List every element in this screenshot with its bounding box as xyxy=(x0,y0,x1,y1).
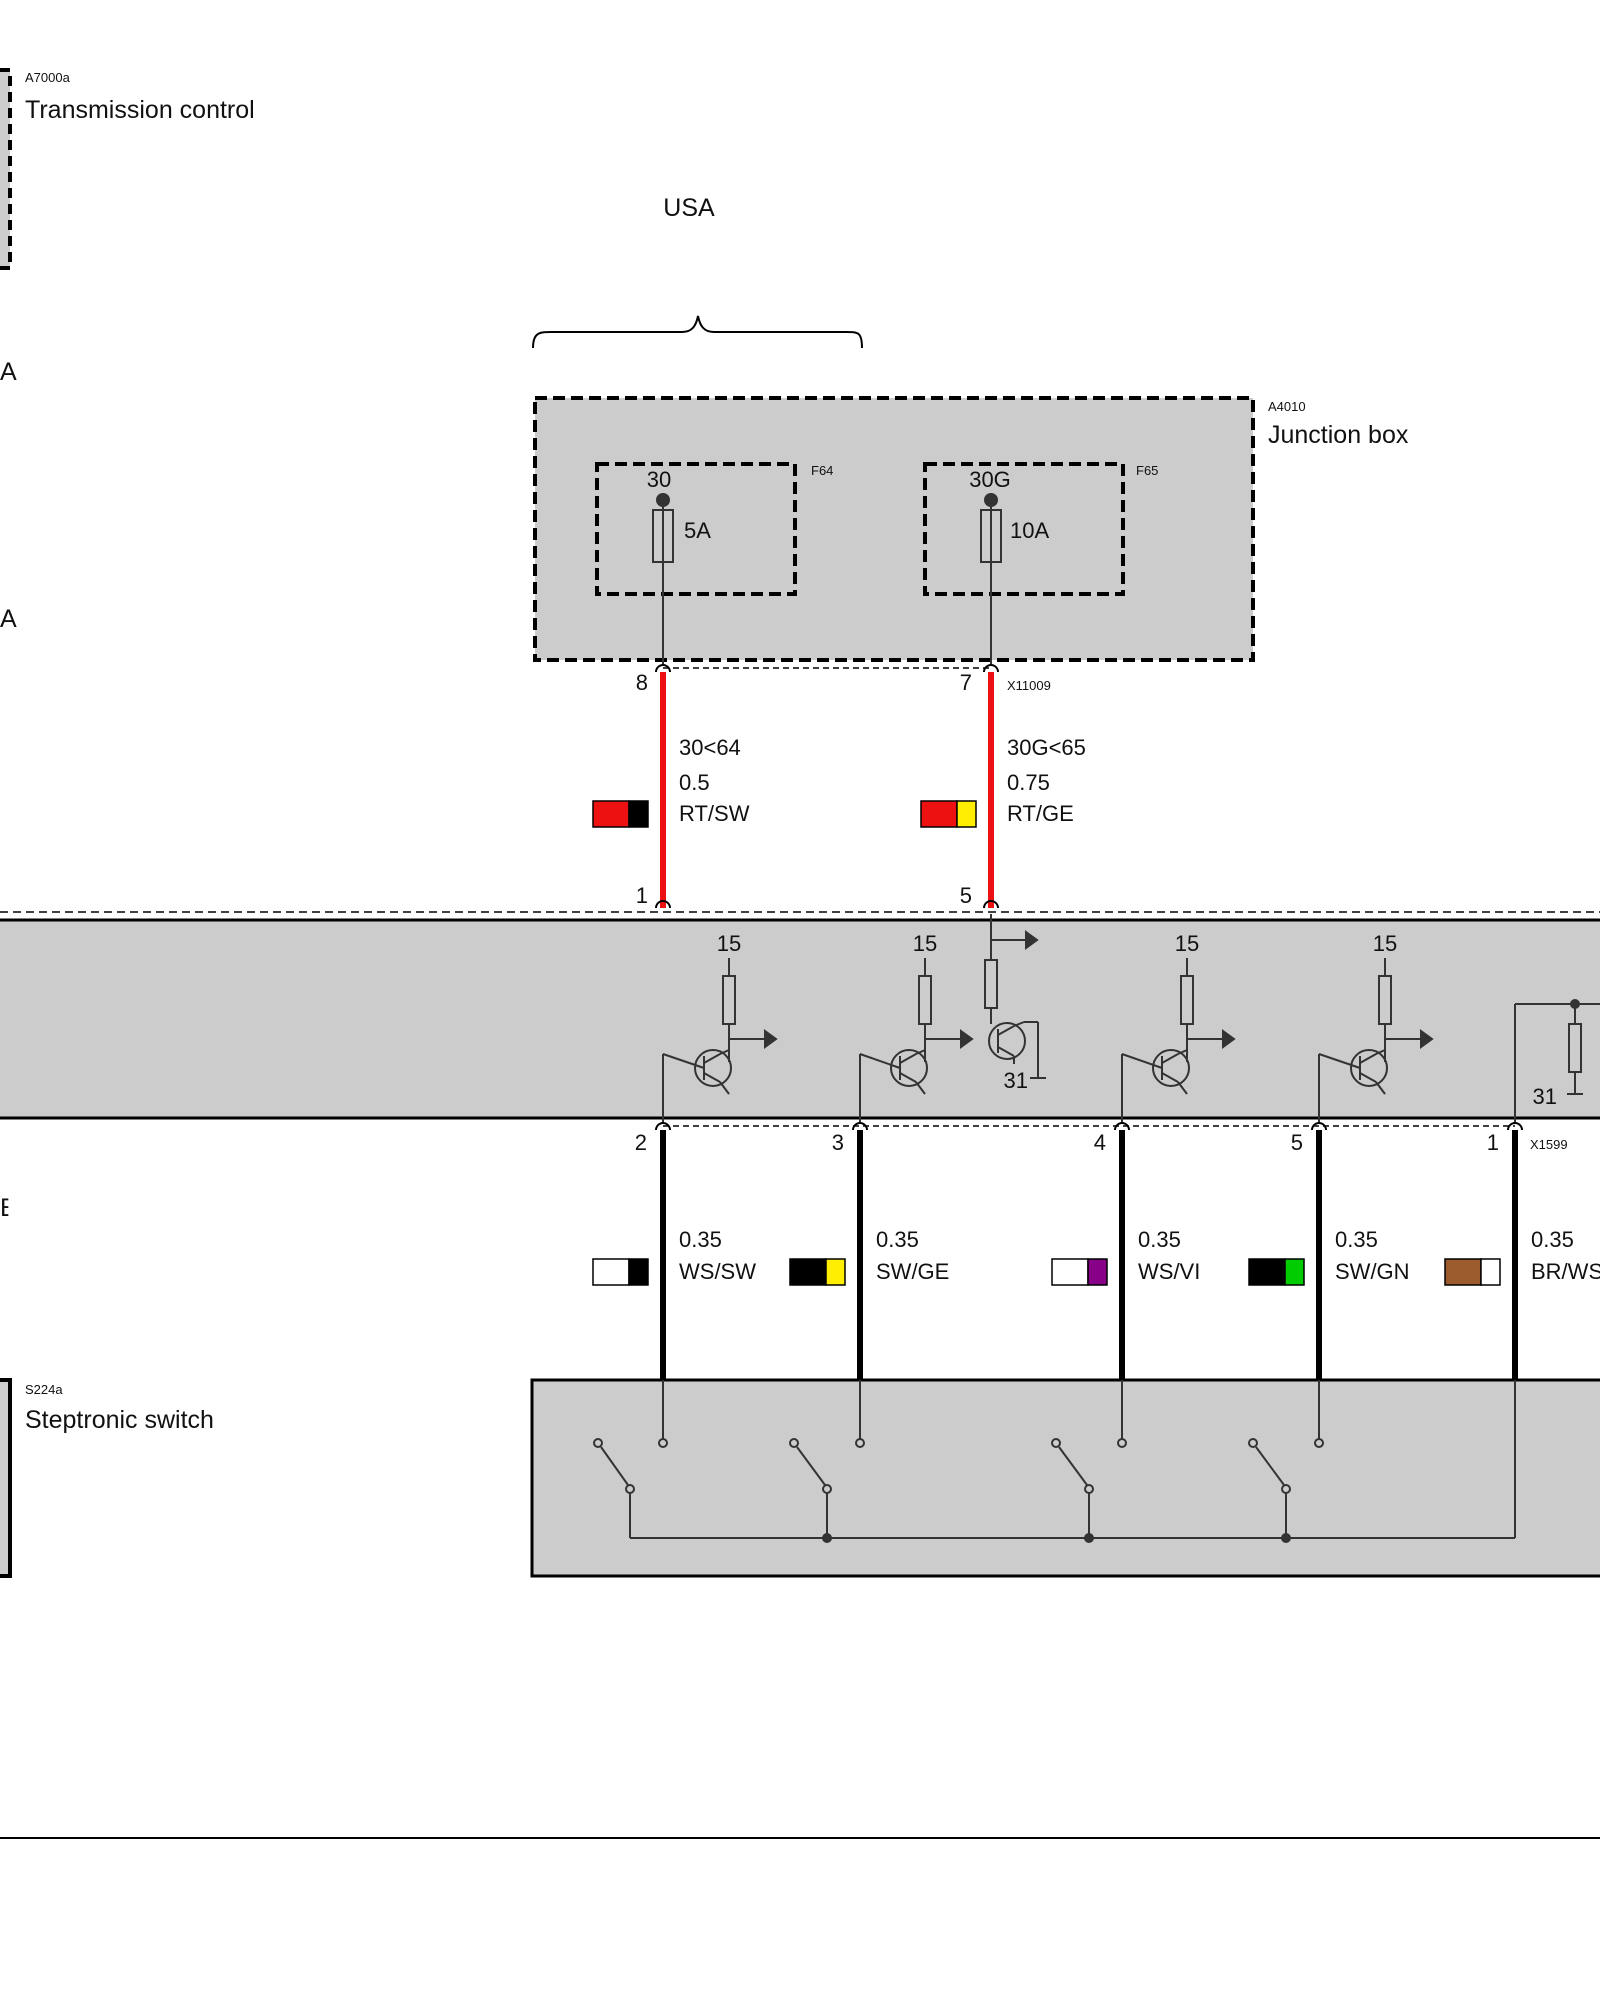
transmission-control-module: A7000a Transmission control xyxy=(0,68,255,270)
ground-label-2: 31 xyxy=(1533,1084,1557,1109)
bottom-wire-2-pin: 3 xyxy=(832,1130,844,1155)
bottom-wire-4-color-code: SW/GN xyxy=(1335,1259,1410,1284)
variant-label: USA xyxy=(663,194,715,222)
connector-x1599-label: X1599 xyxy=(1530,1137,1568,1152)
top-wire-2-swatch-stripe xyxy=(956,800,977,828)
switch-contact-4 xyxy=(1248,1380,1324,1538)
switch-contacts xyxy=(593,1380,1516,1543)
junction-id: A4010 xyxy=(1268,399,1306,414)
transmission-name: Transmission control xyxy=(25,96,255,124)
steptronic-switch-ref: S224a Steptronic switch xyxy=(0,1378,214,1578)
top-wire-2-pin-top: 7 xyxy=(960,670,972,695)
bottom-wire-1-color-code: WS/SW xyxy=(679,1259,756,1284)
bottom-wire-1-swatch-base xyxy=(592,1258,630,1286)
top-wire-2-circuit: 30G<65 xyxy=(1007,735,1086,760)
bottom-wire-2-size: 0.35 xyxy=(876,1227,919,1252)
supply-label-3: 15 xyxy=(1175,931,1199,956)
bottom-wire-5-size: 0.35 xyxy=(1531,1227,1574,1252)
junction-box: A4010 Junction box F64 30 5A F65 30G 10A xyxy=(533,396,1409,664)
top-wire-2-color-code: RT/GE xyxy=(1007,801,1074,826)
edge-label-e: E xyxy=(0,1194,17,1222)
junction-name: Junction box xyxy=(1268,421,1409,449)
bottom-wire-3-size: 0.35 xyxy=(1138,1227,1181,1252)
switch-name: Steptronic switch xyxy=(25,1406,214,1434)
supply-label-4: 15 xyxy=(1373,931,1397,956)
switch-contact-3 xyxy=(1051,1380,1127,1538)
internal-circuits: 15 15 xyxy=(662,914,1600,1124)
transmission-id: A7000a xyxy=(25,70,71,85)
top-wire-1-circuit: 30<64 xyxy=(679,735,741,760)
bottom-wire-1-size: 0.35 xyxy=(679,1227,722,1252)
switch-id: S224a xyxy=(25,1382,63,1397)
bottom-wire-1-swatch-stripe xyxy=(628,1258,649,1286)
switch-contact-1 xyxy=(593,1380,668,1538)
bottom-wire-2-swatch-base xyxy=(789,1258,827,1286)
bottom-wire-2-swatch-stripe xyxy=(825,1258,846,1286)
fuse-f65-rating: 10A xyxy=(1010,518,1049,543)
fuse-f65: F65 30G 10A xyxy=(923,462,1158,664)
top-wire-1-color-code: RT/SW xyxy=(679,801,750,826)
top-wire-1-swatch-base xyxy=(592,800,630,828)
connector-x11009-label: X11009 xyxy=(1007,678,1051,693)
bottom-wire-4-pin: 5 xyxy=(1291,1130,1303,1155)
bottom-wire-5-swatch-base xyxy=(1444,1258,1482,1286)
bottom-wire-4-swatch-stripe xyxy=(1284,1258,1305,1286)
bottom-wire-5-color-code: BR/WS xyxy=(1531,1259,1600,1284)
bottom-wire-3-color-code: WS/VI xyxy=(1138,1259,1200,1284)
bottom-wire-5-swatch-stripe xyxy=(1480,1258,1501,1286)
bottom-wire-4-swatch-base xyxy=(1248,1258,1286,1286)
bottom-wire-1-pin: 2 xyxy=(635,1130,647,1155)
fuse-f64-terminal: 30 xyxy=(647,467,671,492)
top-wire-2-pin-bottom: 5 xyxy=(960,883,972,908)
transmission-control-body xyxy=(0,918,1600,1120)
fuse-f65-terminal: 30G xyxy=(969,467,1011,492)
top-wire-1-pin-bottom: 1 xyxy=(636,883,648,908)
top-wire-1-swatch-stripe xyxy=(628,800,649,828)
steptronic-switch-body xyxy=(530,1378,1600,1578)
top-wire-1-pin-top: 8 xyxy=(636,670,648,695)
bottom-wire-3-swatch-stripe xyxy=(1087,1258,1108,1286)
ground-label-1: 31 xyxy=(1004,1068,1028,1093)
fuse-f64-id: F64 xyxy=(811,463,833,478)
fuse-f65-id: F65 xyxy=(1136,463,1158,478)
supply-label-1: 15 xyxy=(717,931,741,956)
top-wire-1-size: 0.5 xyxy=(679,770,710,795)
bottom-wire-4-size: 0.35 xyxy=(1335,1227,1378,1252)
bottom-wire-2-color-code: SW/GE xyxy=(876,1259,949,1284)
fuse-f64: F64 30 5A xyxy=(595,462,833,664)
top-wire-2-swatch-base xyxy=(920,800,958,828)
top-wire-1: 8 1 30<64 0.5 RT/SW xyxy=(592,664,750,909)
edge-label-a-upper: A xyxy=(0,358,17,386)
bottom-wire-3-pin: 4 xyxy=(1094,1130,1106,1155)
supply-label-2: 15 xyxy=(913,931,937,956)
edge-label-a-lower: A xyxy=(0,605,17,633)
fuse-f64-rating: 5A xyxy=(684,518,711,543)
switch-contact-2 xyxy=(789,1380,865,1538)
bottom-wire-5-pin: 1 xyxy=(1487,1130,1499,1155)
bottom-wire-3-swatch-base xyxy=(1051,1258,1089,1286)
top-wire-2: 7 5 30G<65 0.75 RT/GE xyxy=(920,664,1086,909)
variant-brace xyxy=(532,315,863,349)
top-wire-2-size: 0.75 xyxy=(1007,770,1050,795)
